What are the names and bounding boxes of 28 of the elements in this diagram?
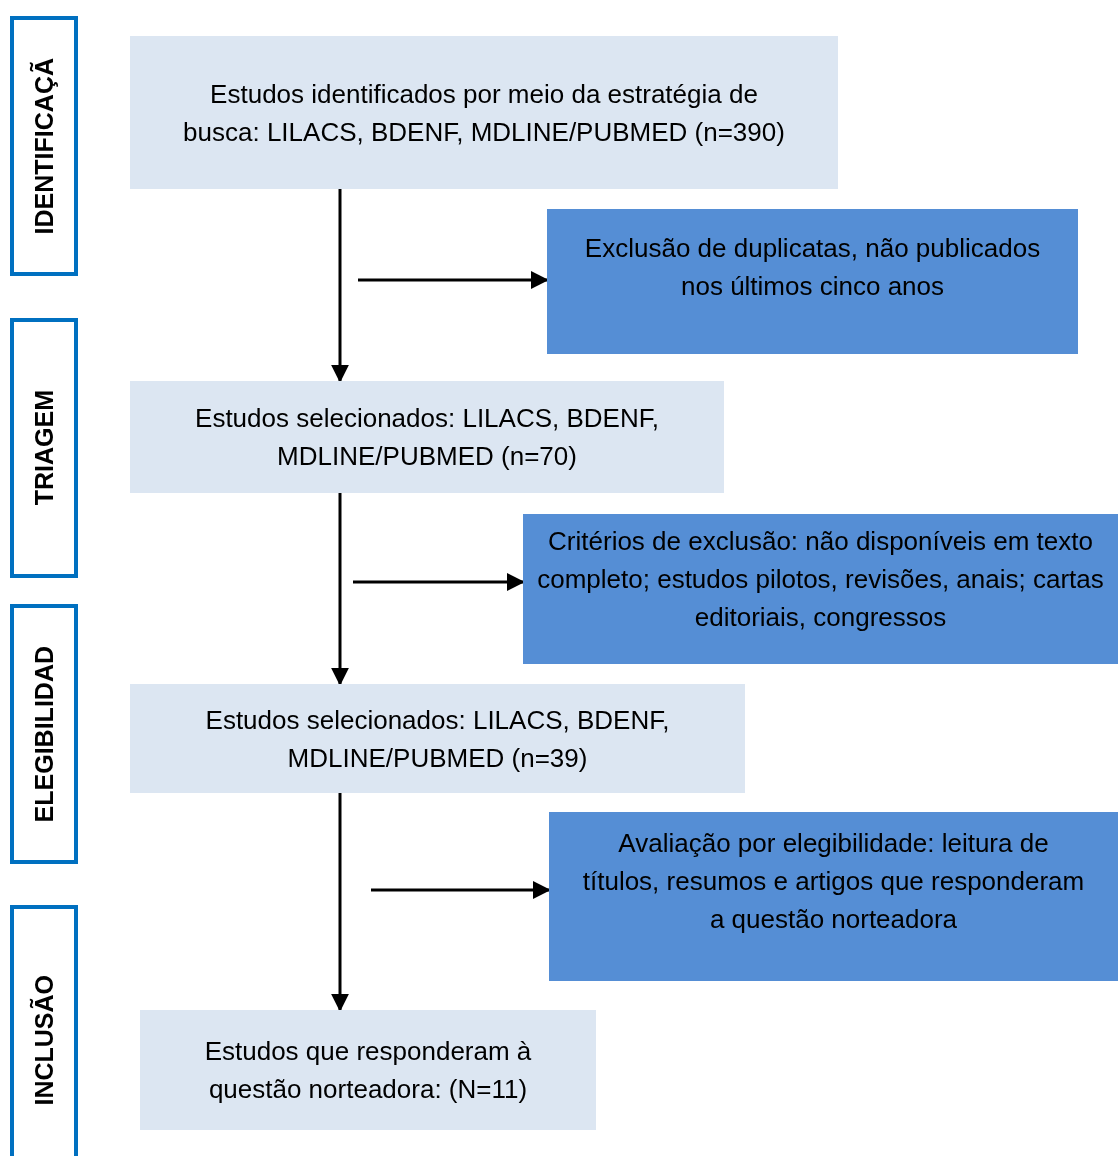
process-box xyxy=(130,684,745,793)
box-text: Critérios de exclusão: não disponíveis em texto completo; estudos pilotos, revisões, anais; cartas editoriais, congressos xyxy=(536,525,1105,634)
process-box xyxy=(130,36,838,189)
process-box xyxy=(130,381,724,493)
arrow xyxy=(331,493,349,686)
box-text: Estudos selecionados: LILACS, BDENF, MDLINE/PUBMED (n=70) xyxy=(194,402,660,473)
box-text: Avaliação por elegibilidade: leitura de títulos, resumos e artigos que responderam a questão norteadora xyxy=(581,827,1086,936)
stage-box xyxy=(10,604,78,864)
stage-box xyxy=(10,16,78,276)
stage-label: TRIAGEM xyxy=(29,390,59,506)
exclusion-box xyxy=(547,209,1078,354)
process-box xyxy=(140,1010,596,1130)
arrow xyxy=(331,189,349,383)
box-text: Estudos identificados por meio da estratégia de busca: LILACS, BDENF, MDLINE/PUBMED (n=390) xyxy=(182,77,786,149)
box-text: Estudos que responderam à questão norteadora: (N=11) xyxy=(203,1035,533,1106)
box-text: Estudos selecionados: LILACS, BDENF, MDLINE/PUBMED (n=39) xyxy=(204,703,671,775)
box-text: Exclusão de duplicatas, não publicados nos últimos cinco anos xyxy=(583,232,1042,303)
arrow xyxy=(358,271,549,289)
stage-box xyxy=(10,318,78,578)
arrow xyxy=(371,881,551,899)
stage-box xyxy=(10,905,78,1156)
exclusion-box xyxy=(523,514,1118,664)
arrow xyxy=(331,793,349,1012)
stage-label: IDENTIFICAÇÃ xyxy=(29,57,59,235)
exclusion-box xyxy=(549,812,1118,981)
stage-label: ELEGIBILIDAD xyxy=(29,645,59,823)
stage-label: INCLUSÃO xyxy=(29,974,59,1106)
arrow xyxy=(353,573,525,591)
